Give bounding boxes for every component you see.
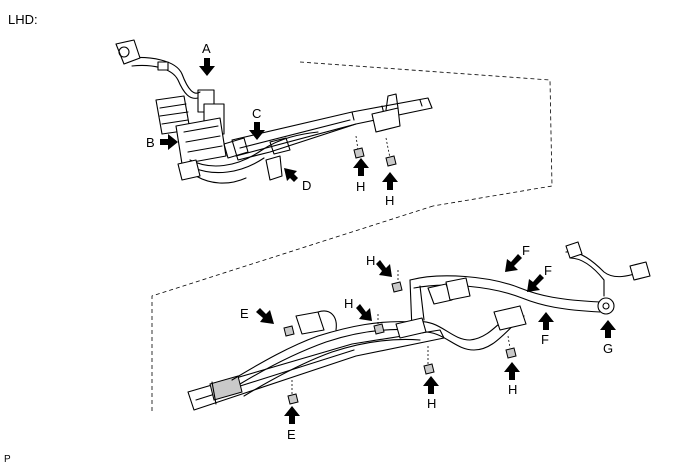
arrow-f1 [505,254,522,272]
callout-h5: H [427,396,436,411]
arrow-b [160,134,178,150]
arrow-h2 [382,172,398,190]
callout-e1: E [240,306,249,321]
callout-f3: F [541,332,549,347]
arrow-d [284,168,298,182]
arrow-h4 [356,304,372,321]
callout-h4: H [344,296,353,311]
callout-e2: E [287,427,296,442]
callout-h1: H [356,179,365,194]
arrow-h1 [353,158,369,176]
arrow-a [199,58,215,76]
diagram-code: P [4,454,11,465]
callout-h6: H [508,382,517,397]
callout-a: A [202,41,211,56]
arrow-h6 [504,362,520,380]
top-harness-assembly [115,39,553,207]
callout-g: G [603,341,613,356]
callout-d: D [302,178,311,193]
callout-c: C [252,106,261,121]
arrow-f3 [538,312,554,330]
arrow-g [600,320,616,338]
callout-arrows [160,58,616,424]
diagram-title: LHD: [8,12,38,27]
callout-h3: H [366,253,375,268]
arrow-e1 [256,308,274,324]
callout-labels: A B C D H H F F F H H E G H H E [146,41,613,442]
callout-b: B [146,135,155,150]
callout-f2: F [544,263,552,278]
bottom-harness-assembly [151,205,651,414]
arrow-e2 [284,406,300,424]
arrow-h3 [376,260,392,277]
callout-f1: F [522,243,530,258]
callout-h2: H [385,193,394,208]
arrow-h5 [423,376,439,394]
arrow-f2 [527,274,544,292]
arrow-c [249,122,265,140]
